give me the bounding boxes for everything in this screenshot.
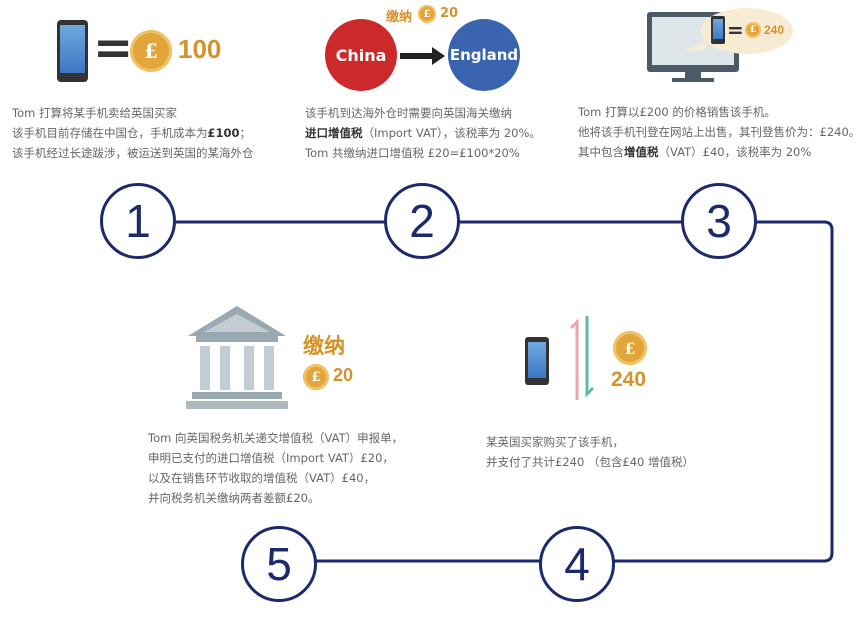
exchange-arrows-icon [569, 316, 595, 400]
step-number-3: 3 [681, 183, 757, 259]
bank-building-icon [186, 306, 288, 409]
step-number-2: 2 [384, 183, 460, 259]
step-4-text: 某英国买家购买了该手机， 并支付了共计£240 （包含£40 增值税） [486, 435, 695, 469]
pound-coin-icon: £ [613, 331, 647, 365]
arrow-right-icon [400, 47, 445, 65]
step-3-text: Tom 打算以£200 的价格销售该手机。 他将该手机刊登在网站上出售，其刊登售… [578, 105, 860, 159]
china-circle: China [325, 19, 397, 91]
pay-label: 缴纳 [386, 10, 413, 25]
step-number-4: 4 [539, 526, 615, 602]
england-label: England [449, 46, 519, 64]
pay-amount: 20 [440, 6, 459, 21]
england-circle: England [448, 19, 520, 91]
pound-coin-icon: £ [130, 30, 172, 72]
amount-100: 100 [178, 34, 222, 64]
equals-sign: = [727, 18, 744, 42]
pay-amount: 20 [333, 365, 354, 385]
step-number-5: 5 [241, 526, 317, 602]
amount-240: 240 [611, 368, 647, 391]
pay-label: 缴纳 [303, 334, 345, 358]
phone-icon [525, 337, 549, 385]
equals-sign: = [93, 20, 134, 76]
pound-coin-icon: £ [418, 5, 436, 23]
phone-icon [711, 16, 725, 44]
phone-icon [57, 20, 88, 82]
bubble-amount: 240 [764, 23, 785, 37]
step-5-text: Tom 向英国税务机关递交增值税（VAT）申报单， 申明已支付的进口增值税（Im… [148, 431, 404, 505]
pound-coin-icon: £ [303, 364, 329, 390]
step-2-text: 该手机到达海外仓时需要向英国海关缴纳 进口增值税（Import VAT），该税率… [305, 106, 541, 160]
pound-coin-icon: £ [745, 22, 761, 38]
step-number-1: 1 [100, 183, 176, 259]
china-label: China [335, 45, 387, 65]
step-1-text: Tom 打算将某手机卖给英国买家 该手机目前存储在中国仓，手机成本为£100； … [12, 106, 254, 160]
